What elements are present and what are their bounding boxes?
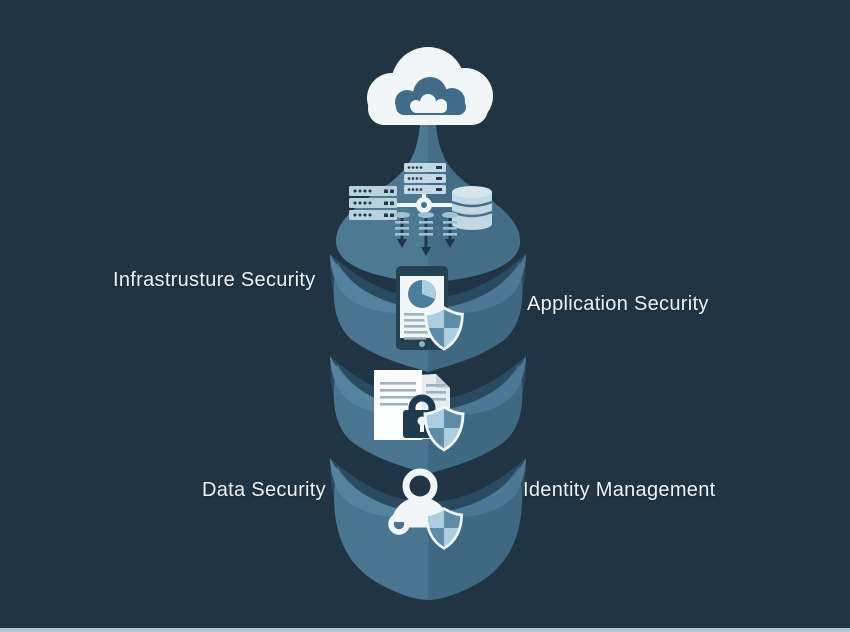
application-security-label: Application Security <box>527 293 709 315</box>
application-layer-wing-left <box>330 254 428 314</box>
data-security-label: Data Security <box>202 479 326 501</box>
data-security-icon <box>374 370 465 452</box>
identity-management-label: Identity Management <box>523 479 716 501</box>
database-icon <box>451 186 493 230</box>
identity-layer-shape <box>330 458 526 600</box>
identity-management-icon <box>388 468 463 550</box>
bottom-edge-strip <box>0 628 850 632</box>
cloud-inner-small-cloud <box>410 94 447 113</box>
filter-arrows-icon <box>394 212 458 256</box>
application-layer-wing-right <box>428 254 526 314</box>
infrastructure-layer-shape <box>336 112 520 283</box>
network-node-icon <box>397 194 452 216</box>
cloud-icon <box>367 47 493 125</box>
identity-layer-wing-left <box>330 458 428 518</box>
infrastructure-security-label: Infrastrusture Security <box>113 269 316 291</box>
document-text-lines <box>380 382 446 406</box>
server-rack-icon <box>349 186 397 220</box>
data-layer-wing-left <box>330 356 428 416</box>
infrastructure-icons <box>349 163 493 256</box>
application-security-icon <box>396 266 464 351</box>
server-rack-icon <box>404 163 446 194</box>
data-layer-wing-right <box>428 356 526 416</box>
identity-layer-wing-right <box>428 458 526 518</box>
tablet-text-lines <box>404 313 441 340</box>
pie-chart-icon <box>408 280 436 308</box>
